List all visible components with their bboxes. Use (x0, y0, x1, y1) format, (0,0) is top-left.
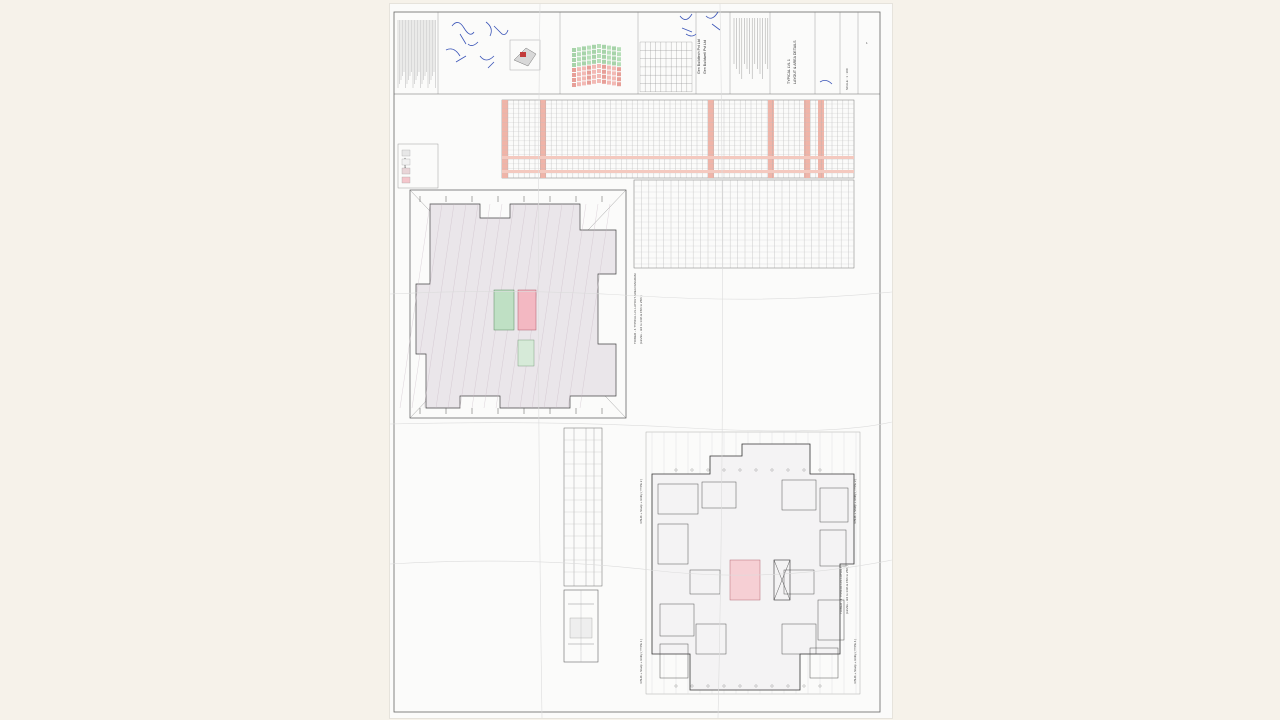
lower-floor-plan: TOWER - 4 TYPICAL LVL LAYOUT (LEVEL - 3r… (639, 431, 861, 695)
section-detail (563, 589, 599, 663)
title-block-text-lines (733, 18, 768, 79)
paper-creases (390, 4, 892, 718)
unit-tag-2: 4 BHK + Study + Utility ( TYPE 3 ) (853, 479, 857, 524)
architectural-drawing: Gen Buildtech Pvt Ltd Gen Buildwell Pvt … (390, 4, 892, 718)
scale-label: SCALE : 1 : 100 (845, 68, 849, 90)
unit-tag-4: 4 BHK + Study + Utility ( TYPE 4 ) (853, 639, 857, 684)
signature-stamps (445, 11, 833, 85)
sheet-number: 1 (866, 41, 868, 45)
site-block-plan (572, 44, 621, 87)
drawing-sheet: Gen Buildtech Pvt Ltd Gen Buildwell Pvt … (390, 4, 892, 718)
owner-line-2: Gen Buildwell Pvt Ltd (703, 40, 707, 74)
floor-schedule-table (563, 427, 603, 587)
upper-plan-level: (LEVEL - 3rd to 13th & 15th to 25th ) (639, 295, 643, 344)
unit-tag-1: 4 BHK + Study + Utility ( TYPE 2 ) (639, 479, 643, 524)
upper-plan-label: TOWER - 4 TYPICAL LVL LAYOUT AREA DIAGRA… (633, 273, 637, 344)
unit-area-table (633, 179, 855, 269)
unit-tag-3: 4 BHK + Study + Utility ( TYPE 1 ) (639, 639, 643, 684)
legend: LEGEND (397, 143, 439, 189)
lower-plan-label: TOWER - 4 TYPICAL LVL LAYOUT (839, 567, 843, 614)
lower-plan-level: (LEVEL - 3rd to 13th & 15th to 25th ) (845, 565, 849, 614)
drawing-title: TYPICAL LVL 1 (787, 59, 791, 84)
upper-floor-plan: TOWER - 4 TYPICAL LVL LAYOUT AREA DIAGRA… (399, 189, 643, 419)
area-statement-table (501, 99, 855, 179)
strip-table (639, 41, 693, 92)
key-plan-thumbnail (509, 39, 541, 71)
owner-line-1: Gen Buildtech Pvt Ltd (697, 39, 701, 74)
title-strip: Gen Buildtech Pvt Ltd Gen Buildwell Pvt … (394, 11, 880, 95)
drawing-subtitle: LAYOUT & AREA DETAILS (793, 40, 797, 84)
